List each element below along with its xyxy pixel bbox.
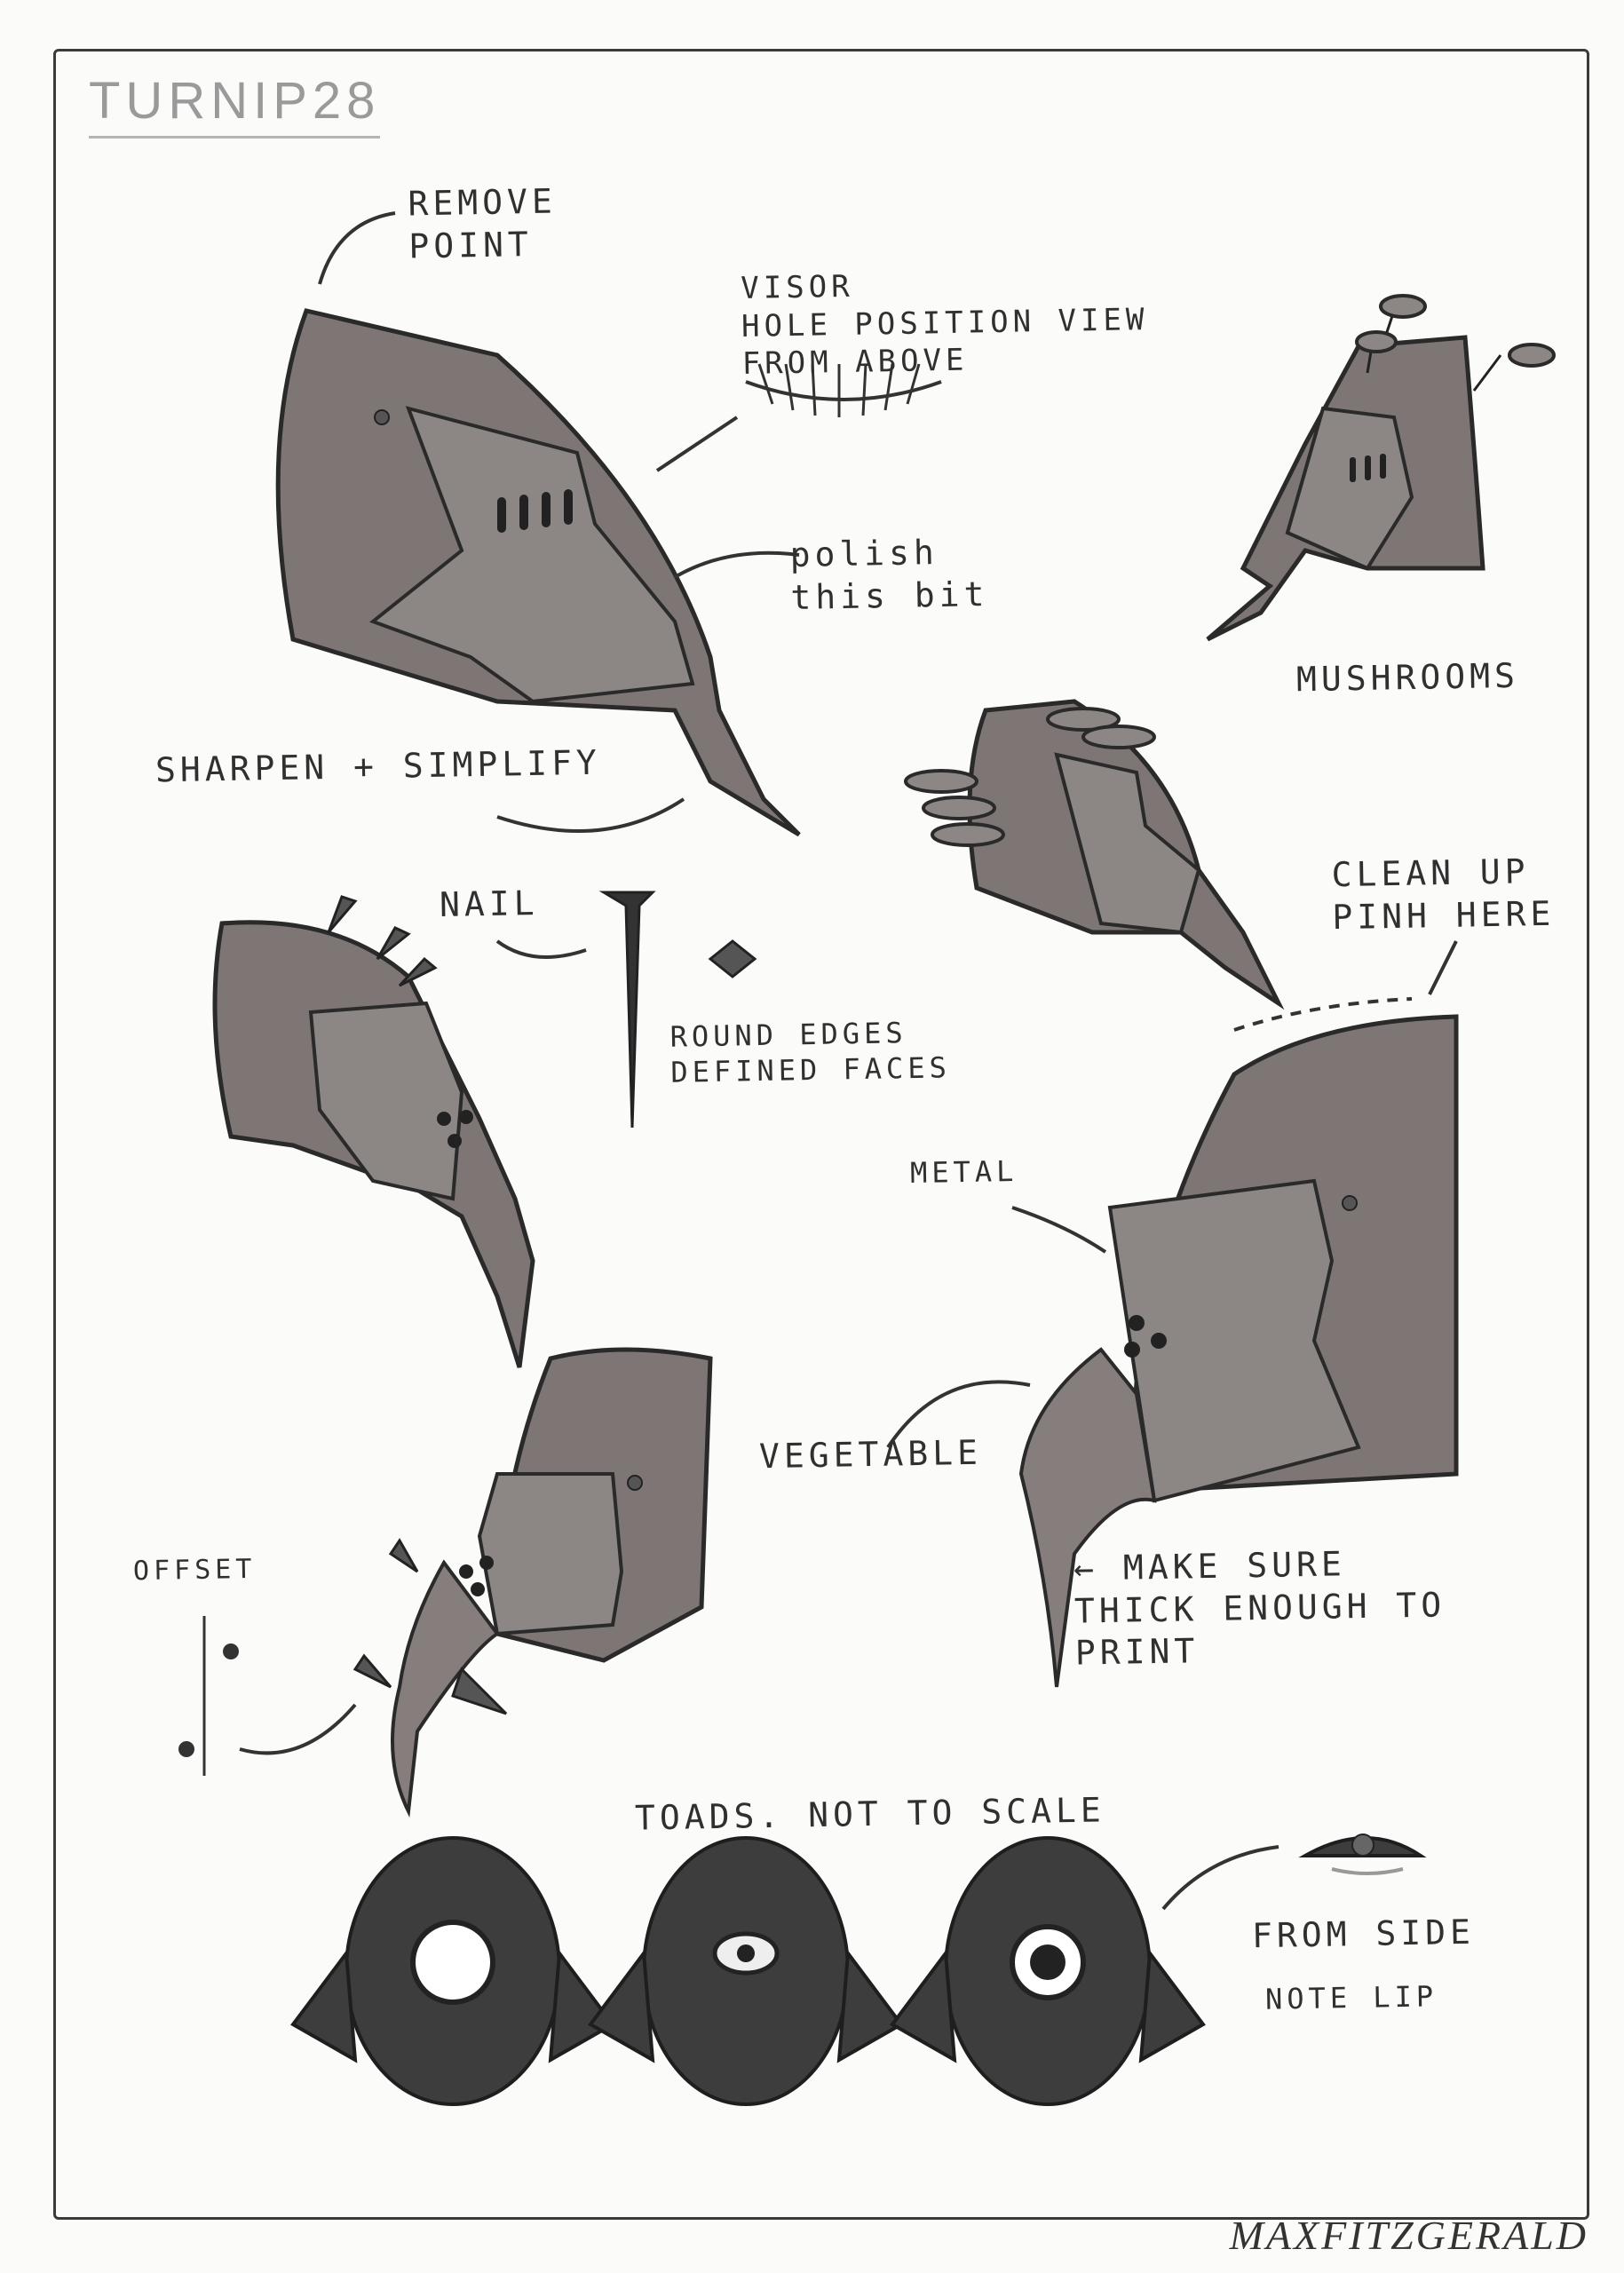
note-round-edges: ROUND EDGES DEFINED FACES: [669, 1016, 952, 1089]
note-lip: NOTE LIP: [1264, 1979, 1438, 2016]
note-polish: polish this bit: [789, 533, 989, 617]
sheet-title: TURNIP28: [89, 71, 381, 139]
arrow-from-side: [1161, 1845, 1279, 1911]
arrow-vegetable: [886, 1380, 1031, 1449]
note-visor-position: VISOR HOLE POSITION VIEW FROM ABOVE: [740, 268, 1149, 382]
note-vegetable: VEGETABLE: [758, 1432, 983, 1477]
toad-sketch-3: [890, 1836, 1206, 2106]
artist-signature: MAXFITZGERALD: [1229, 2213, 1588, 2258]
note-offset: OFFSET: [132, 1553, 257, 1588]
note-make-sure: ← MAKE SURE THICK ENOUGH TO PRINT: [1073, 1544, 1446, 1673]
toad-sketch-1: [290, 1836, 615, 2106]
helmet-sketch-main: [275, 308, 801, 837]
offset-marker-bottom: [178, 1741, 194, 1757]
arrow-remove-point: [318, 211, 396, 285]
toad-sketch-2: [588, 1836, 904, 2106]
helmet-metal-vegetable-sketch: [1018, 1014, 1459, 1688]
arrow-sharpen: [496, 797, 685, 833]
arrow-offset: [239, 1703, 357, 1755]
note-metal: METAL: [909, 1153, 1018, 1191]
toad-side-view-sketch: [1298, 1833, 1427, 1875]
arrow-visor: [655, 416, 739, 472]
note-remove-point: REMOVE POINT: [408, 181, 558, 265]
sheet-border: [53, 49, 1589, 2220]
note-from-side: FROM SIDE: [1251, 1912, 1476, 1956]
arrow-nail: [495, 939, 587, 959]
helmet-side-mushrooms-sketch: [904, 699, 1285, 1010]
helmet-offset-sketch: [353, 1347, 713, 1818]
arrow-clean-up: [1428, 940, 1458, 995]
arrow-metal: [1011, 1206, 1107, 1254]
helmet-nails-sketch: [212, 895, 535, 1368]
note-clean-up: CLEAN UP PINH HERE: [1331, 851, 1556, 937]
note-mushrooms: MUSHROOMS: [1295, 655, 1520, 700]
visor-top-view-sketch: [745, 363, 942, 417]
dashed-guide-clean-up: [1233, 997, 1413, 1032]
arrow-polish: [673, 550, 800, 579]
note-toads: TOADS. NOT TO SCALE: [634, 1790, 1106, 1838]
offset-marker-top: [223, 1643, 239, 1659]
note-sharpen: SHARPEN + SIMPLIFY: [154, 742, 602, 790]
helmet-mushrooms-sketch: [1206, 294, 1556, 642]
note-nail: NAIL: [439, 883, 539, 924]
nail-sketch: [598, 891, 757, 1129]
